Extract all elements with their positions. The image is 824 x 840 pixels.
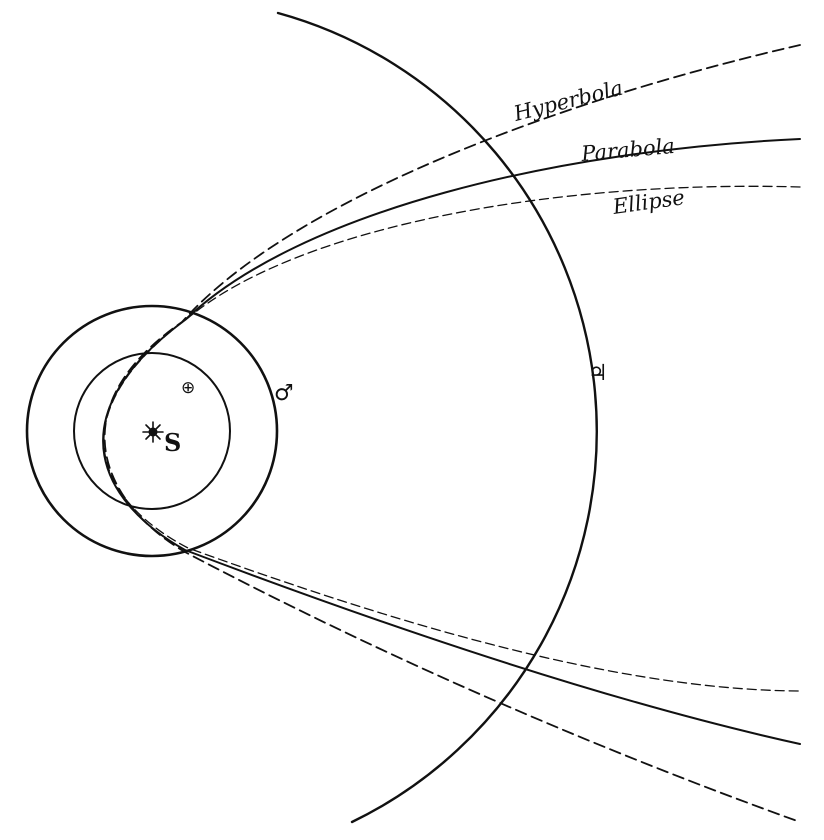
hyperbola-label: Hyperbola bbox=[510, 76, 625, 126]
parabola-label: Parabola bbox=[579, 134, 675, 166]
parabola-curve bbox=[102, 138, 801, 745]
ellipse-label: Ellipse bbox=[610, 185, 686, 219]
mars-orbit bbox=[25, 304, 279, 558]
jupiter-symbol-icon: ♃ bbox=[588, 361, 608, 386]
earth-orbit bbox=[73, 352, 231, 510]
jupiter-orbit bbox=[276, 11, 598, 824]
earth-symbol-icon: ⊕ bbox=[181, 378, 195, 398]
sun-label: S bbox=[164, 428, 181, 457]
hyperbola-curve bbox=[103, 44, 801, 823]
ellipse-curve bbox=[103, 185, 801, 692]
mars-symbol-icon: ♂ bbox=[274, 381, 294, 406]
